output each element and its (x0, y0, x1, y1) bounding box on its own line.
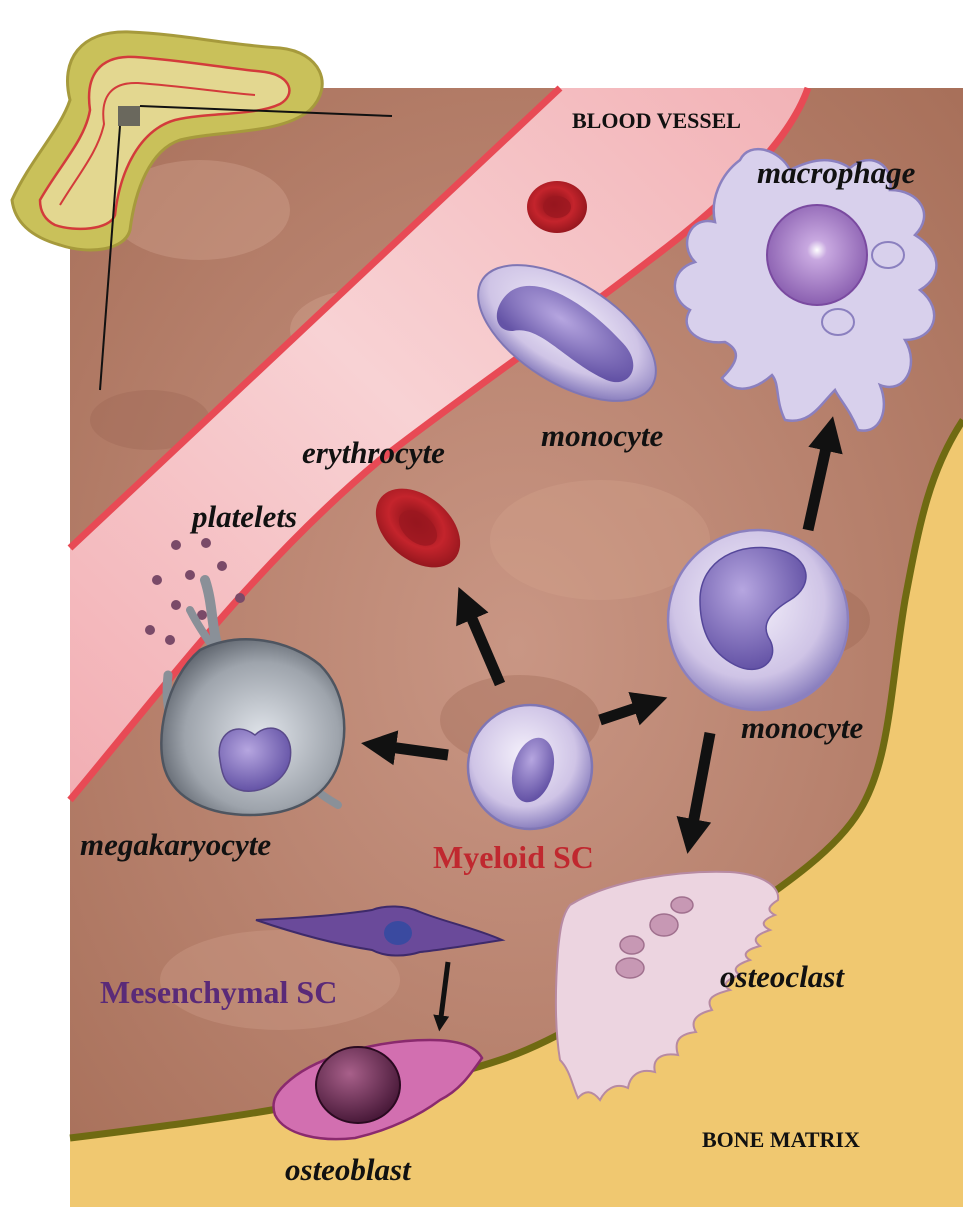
macrophage-label: macrophage (757, 155, 916, 190)
erythrocyte-cell-vessel (527, 181, 587, 233)
myeloid-sc-cell (468, 705, 592, 829)
myeloid-sc-label: Myeloid SC (433, 839, 594, 875)
osteoblast-label: osteoblast (285, 1152, 412, 1187)
erythrocyte-label: erythrocyte (302, 435, 445, 470)
megakaryocyte-label: megakaryocyte (80, 827, 271, 862)
osteoclast-label: osteoclast (720, 959, 845, 994)
monocyte-vessel-label: monocyte (541, 418, 663, 453)
monocyte-cell-marrow (668, 530, 848, 710)
mesenchymal-sc-label: Mesenchymal SC (100, 974, 337, 1010)
platelets-label: platelets (189, 499, 297, 534)
monocyte-label: monocyte (741, 710, 863, 745)
blood-vessel-label: BLOOD VESSEL (572, 108, 741, 133)
bone-matrix-label: BONE MATRIX (702, 1127, 860, 1152)
